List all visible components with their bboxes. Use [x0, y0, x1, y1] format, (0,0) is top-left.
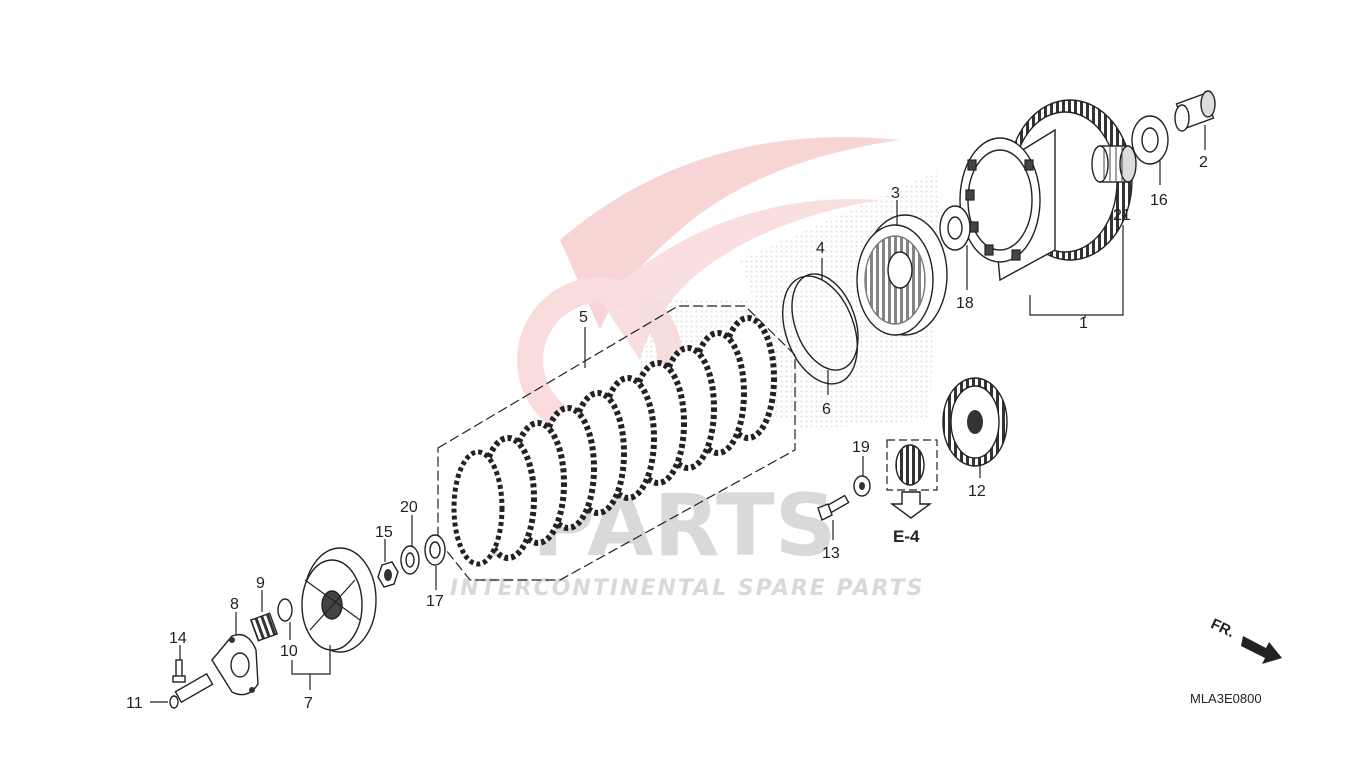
part-16-washer [1131, 115, 1169, 165]
part-5-clutch-plates [437, 305, 796, 581]
part-6-spring [782, 275, 858, 385]
callout-17: 17 [426, 593, 444, 610]
part-19-washer [853, 475, 871, 497]
callout-2: 2 [1199, 154, 1208, 171]
callout-11: 11 [126, 695, 143, 712]
callout-5: 5 [579, 309, 588, 326]
part-13-bolt [817, 494, 850, 521]
callout-8: 8 [230, 596, 239, 613]
callout-7: 7 [304, 695, 313, 712]
part-2-bush [1174, 90, 1216, 132]
callout-21: 21 [1113, 207, 1131, 224]
front-arrow-icon [1241, 636, 1282, 664]
callout-3: 3 [891, 185, 900, 202]
leader-lines [150, 125, 1206, 703]
part-7-lifter-plate [301, 547, 377, 653]
part-20-washer [400, 545, 420, 575]
front-indicator: FR. [1208, 616, 1282, 664]
part-10-o-ring [277, 598, 293, 622]
part-18-thrust-washer [939, 205, 971, 251]
callout-9: 9 [256, 575, 265, 592]
watermark-tagline: INTERCONTINENTAL SPARE PARTS [450, 576, 924, 601]
part-4-seat-ring [791, 273, 859, 371]
part-8-bearing-plate [211, 633, 259, 696]
callout-19: 19 [852, 439, 870, 456]
callout-16: 16 [1150, 192, 1168, 209]
callout-labels: 1 2 3 4 5 6 7 8 9 10 11 12 13 14 15 16 1… [126, 154, 1208, 712]
callout-18: 18 [956, 295, 974, 312]
reference-e4-gear [886, 439, 938, 519]
part-1-clutch-outer [959, 99, 1133, 282]
callout-12: 12 [968, 483, 986, 500]
part-9-spring [249, 612, 279, 642]
callout-13: 13 [822, 545, 840, 562]
part-21-needle-bearing [1091, 145, 1137, 183]
callout-14: 14 [169, 630, 187, 647]
part-11-lifter-rod [169, 672, 214, 709]
part-3-clutch-center [856, 214, 948, 336]
callout-10: 10 [280, 643, 298, 660]
callout-15: 15 [375, 524, 393, 541]
reference-label: E-4 [893, 527, 920, 546]
front-indicator-label: FR. [1208, 616, 1237, 642]
part-14-bolt [172, 659, 186, 683]
callout-6: 6 [822, 401, 831, 418]
part-15-nut [377, 561, 399, 588]
part-17-washer [424, 534, 446, 566]
callout-1: 1 [1079, 315, 1088, 332]
callout-20: 20 [400, 499, 418, 516]
part-12-gear [942, 377, 1008, 467]
diagram-code: MLA3E0800 [1190, 691, 1262, 706]
callout-4: 4 [816, 240, 825, 257]
